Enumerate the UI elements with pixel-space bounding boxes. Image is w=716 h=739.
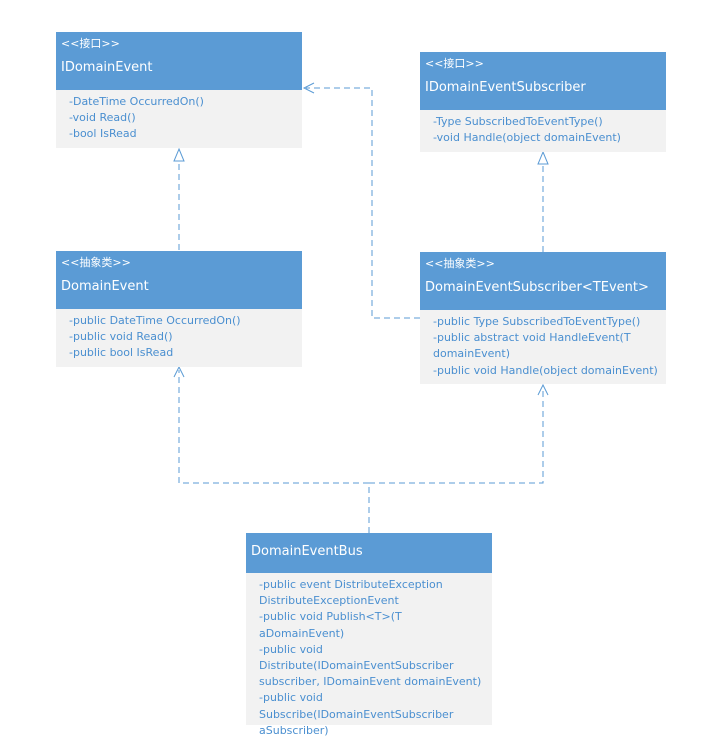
member-item: -public abstract void HandleEvent(T doma…: [433, 331, 631, 361]
class-header: <<接口>> IDomainEvent: [56, 32, 302, 90]
member-list: -public event DistributeException Distri…: [246, 573, 492, 737]
dependency-domaineventbus-to-domaineventsubscriber: [369, 388, 544, 484]
hollow-triangle-arrowhead: [537, 150, 549, 165]
open-arrowhead: [173, 365, 185, 378]
dependency-domaineventbus-to-domainevent: [178, 370, 369, 484]
member-item: -void Read(): [69, 111, 136, 125]
member-item: -public Type SubscribedToEventType(): [433, 315, 641, 328]
member-item: -public DateTime OccurredOn(): [69, 314, 241, 327]
class-name: IDomainEvent: [61, 60, 153, 75]
class-header: <<抽象类>> DomainEventSubscriber<TEvent>: [420, 252, 666, 310]
class-name: DomainEvent: [61, 279, 149, 294]
class-header: <<抽象类>> DomainEvent: [56, 251, 302, 309]
class-domaineventsubscriber: <<抽象类>> DomainEventSubscriber<TEvent> -p…: [420, 252, 666, 384]
member-list: -public DateTime OccurredOn() -public vo…: [56, 309, 302, 367]
stereotype-label: <<抽象类>>: [425, 257, 495, 270]
class-header: <<接口>> IDomainEventSubscriber: [420, 52, 666, 110]
open-arrowhead: [302, 82, 315, 94]
stereotype-label: <<抽象类>>: [61, 256, 131, 269]
member-item: -public void Publish<T>(T aDomainEvent): [259, 610, 406, 640]
member-item: -public void Subscribe(IDomainEventSubsc…: [259, 691, 454, 737]
member-item: -public event DistributeException Distri…: [259, 578, 443, 608]
class-name: IDomainEventSubscriber: [425, 80, 586, 95]
class-domaineventbus: DomainEventBus -public event DistributeE…: [246, 533, 492, 737]
member-list: -Type SubscribedToEventType() -void Hand…: [420, 110, 666, 152]
class-domainevent: <<抽象类>> DomainEvent -public DateTime Occ…: [56, 251, 302, 367]
member-item: -public bool IsRead: [69, 346, 174, 360]
member-item: -public void Distribute(IDomainEventSubs…: [259, 642, 482, 689]
class-idomainevent: <<接口>> IDomainEvent -DateTime OccurredOn…: [56, 32, 302, 148]
class-name: DomainEventBus: [251, 544, 363, 559]
member-list: -public Type SubscribedToEventType() -pu…: [420, 310, 666, 384]
stereotype-label: <<接口>>: [61, 37, 120, 50]
member-item: -void Handle(object domainEvent): [433, 131, 621, 145]
class-idomaineventsubscriber: <<接口>> IDomainEventSubscriber -Type Subs…: [420, 52, 666, 152]
member-item: -DateTime OccurredOn(): [69, 95, 204, 108]
member-item: -Type SubscribedToEventType(): [433, 115, 603, 128]
stereotype-label: <<接口>>: [425, 57, 484, 70]
member-item: -public void Read(): [69, 330, 173, 344]
open-arrowhead: [537, 383, 549, 396]
class-header: DomainEventBus: [246, 533, 492, 573]
member-list: -DateTime OccurredOn() -void Read() -boo…: [56, 90, 302, 148]
member-item: -bool IsRead: [69, 127, 137, 141]
class-name: DomainEventSubscriber<TEvent>: [425, 280, 649, 295]
hollow-triangle-arrowhead: [173, 147, 185, 162]
member-item: -public void Handle(object domainEvent): [433, 363, 658, 377]
dependency-domaineventsubscriber-to-idomainevent: [306, 87, 420, 319]
